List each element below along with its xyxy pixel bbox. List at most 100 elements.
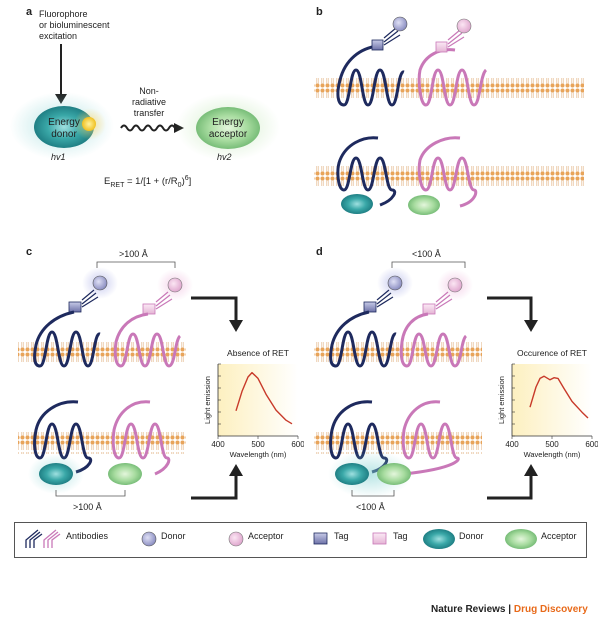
efficiency-formula: ERET = 1/[1 + (r/R0)6] <box>104 175 192 190</box>
acceptor-fusion-c <box>108 463 142 485</box>
panel-d <box>314 261 538 500</box>
legend-tag-blue: Tag <box>334 531 349 541</box>
legend-box <box>14 522 587 558</box>
donor-halo-d-bottom <box>328 450 412 498</box>
donor-fusion-c <box>39 463 73 485</box>
receptor-navy-c-bottom <box>33 400 93 474</box>
donor-circle-b <box>392 16 408 32</box>
distance-label-c-bottom: >100 Å <box>73 502 102 512</box>
panel-label-d: d <box>316 246 323 258</box>
distance-label-d-top: <100 Å <box>412 249 441 259</box>
flow-arrowhead-d-bottom <box>524 464 538 476</box>
journal-credit: Nature Reviews | Drug Discovery <box>431 604 588 615</box>
energy-acceptor-ellipse <box>196 107 260 149</box>
flow-arrow-c-top <box>191 296 238 322</box>
tag-blue-d <box>363 301 377 313</box>
acceptor-fusion-b <box>408 195 440 215</box>
flow-arrow-d-top <box>487 296 533 322</box>
legend-donor: Donor <box>161 531 186 541</box>
tag-blue-b <box>371 39 384 51</box>
antibody-navy-b <box>383 27 401 46</box>
journal-section: Drug Discovery <box>513 604 588 615</box>
antibody-navy-c <box>81 289 99 308</box>
receptor-pink-d-top <box>399 312 468 368</box>
receptor-pink-b-top <box>417 48 488 107</box>
membrane-b-bottom <box>314 165 584 187</box>
distance-bracket-d-bottom <box>351 490 395 497</box>
chart-x-tick-label: 400 <box>211 440 225 449</box>
chart-x-tick-label: 600 <box>291 440 304 449</box>
tag-blue-legend-icon <box>313 532 328 545</box>
donor-fusion-legend-icon <box>423 529 455 549</box>
receptor-pink-c-bottom <box>111 400 171 476</box>
antibody-navy-d <box>376 289 394 308</box>
distance-bracket-d-top <box>391 261 466 268</box>
distance-bracket-c-top <box>96 261 176 268</box>
journal-name: Nature Reviews <box>431 604 506 615</box>
hv1-label: hv1 <box>51 152 66 162</box>
chart-title: Occurence of RET <box>517 348 587 358</box>
excitation-label: Fluorophore or bioluminescent excitation <box>39 9 110 41</box>
receptor-navy-b-bottom <box>336 136 397 207</box>
donor-legend-icon <box>141 531 157 547</box>
tag-pink-b <box>435 41 448 53</box>
donor-fusion-b <box>341 194 373 214</box>
panel-c <box>18 261 243 500</box>
antibody-pink-b <box>447 29 465 48</box>
flow-arrow-d-bottom <box>487 474 533 500</box>
nonradiative-transfer-wave <box>120 124 176 132</box>
emission-curve <box>235 371 293 425</box>
legend-antibodies: Antibodies <box>66 531 109 541</box>
receptor-navy-b-top <box>336 44 406 107</box>
distance-label-d-bottom: <100 Å <box>356 502 385 512</box>
chart-background <box>512 364 592 436</box>
tag-pink-d <box>422 303 436 315</box>
distance-label-c-top: >100 Å <box>119 249 148 259</box>
chart-x-tick-label: 600 <box>585 440 598 449</box>
panel-label-a: a <box>26 6 33 18</box>
antibody-pink-c <box>155 291 173 310</box>
donor-fusion-d <box>335 463 369 485</box>
distance-bracket-c-bottom <box>55 490 126 497</box>
acceptor-fusion-d <box>377 463 411 485</box>
antibody-pink-legend-icon <box>43 529 61 548</box>
acceptor-fusion-legend-icon <box>505 529 537 549</box>
membrane-b-top <box>314 78 584 100</box>
receptor-pink-d-bottom <box>401 400 460 476</box>
donor-circle-d <box>387 275 403 291</box>
legend-icons <box>25 529 537 549</box>
transfer-label: Non- radiative transfer <box>131 86 167 118</box>
hv2-label: hv2 <box>217 152 232 162</box>
flow-arrowhead-d-top <box>524 320 538 332</box>
acceptor-circle-d <box>447 277 463 293</box>
legend-donor-fusion: Donor <box>459 531 484 541</box>
chart-x-label: Wavelength (nm) <box>524 450 581 459</box>
acceptor-circle-b <box>456 18 472 34</box>
tag-pink-legend-icon <box>372 532 387 545</box>
antibody-navy-legend-icon <box>25 529 43 548</box>
energy-acceptor-label: Energy acceptor <box>208 117 248 140</box>
chart-y-label: Light emission <box>203 376 212 424</box>
legend-tag-pink: Tag <box>393 531 408 541</box>
receptor-navy-c-top <box>33 310 102 368</box>
panel-b <box>314 16 584 215</box>
receptor-pink-c-top <box>113 312 182 368</box>
chart-x-label: Wavelength (nm) <box>230 450 287 459</box>
flow-arrowhead-c-bottom <box>229 464 243 476</box>
photon-icon <box>82 117 96 131</box>
donor-circle-c <box>92 275 108 291</box>
receptor-navy-d-top <box>329 310 398 368</box>
chart-background <box>218 364 298 436</box>
legend-acceptor: Acceptor <box>248 531 284 541</box>
tag-blue-c <box>68 301 82 313</box>
emission-curve <box>529 375 589 419</box>
antibody-pink-d <box>435 291 453 310</box>
chart-x-tick-label: 500 <box>251 440 265 449</box>
chart-y-label: Light emission <box>497 376 506 424</box>
energy-donor-label: Energy donor <box>48 117 80 140</box>
chart-x-tick-label: 400 <box>505 440 519 449</box>
panel-a <box>10 44 280 161</box>
flow-arrow-c-bottom <box>191 474 238 500</box>
